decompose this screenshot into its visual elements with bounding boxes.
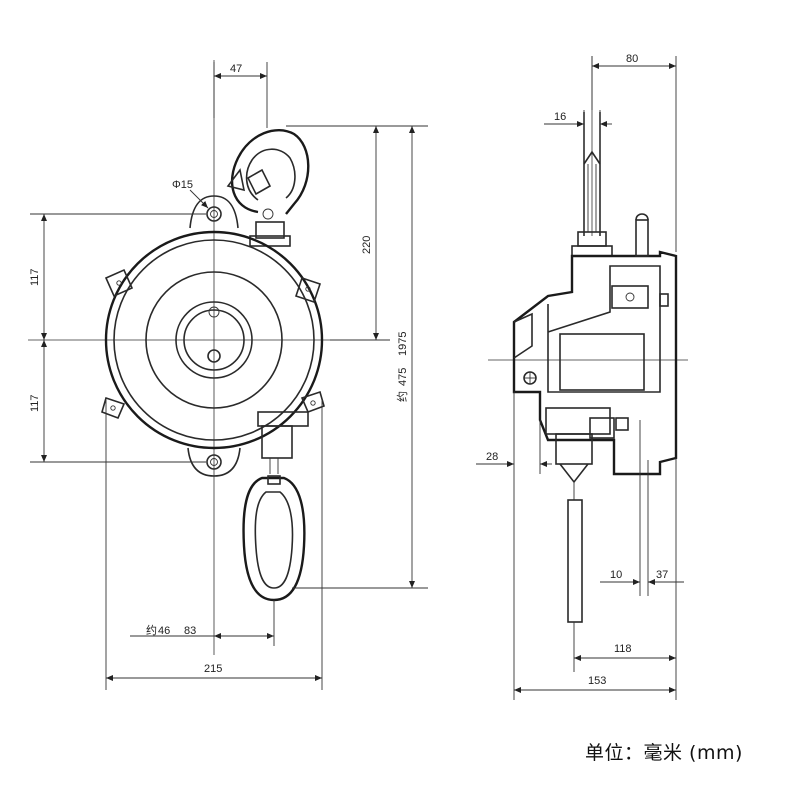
- dim-10-text: 10: [610, 569, 622, 581]
- dim-80-text: 80: [626, 53, 638, 65]
- dim-28: 28: [476, 392, 552, 474]
- side-cable: [555, 433, 593, 623]
- dim-37-text: 37: [656, 569, 668, 581]
- dim-118-text: 118: [614, 643, 632, 655]
- dim-phi15: Φ15: [172, 179, 209, 209]
- dim-47: 47: [213, 62, 268, 128]
- dim-46-prefix: 约: [146, 624, 157, 637]
- unit-label: 单位：毫米 (mm): [585, 742, 743, 764]
- dim-475-text: 475: [397, 368, 409, 386]
- side-housing: [512, 213, 678, 476]
- dim-475-prefix: 约: [396, 391, 409, 402]
- dim-83-text: 83: [184, 625, 196, 637]
- dim-16-text: 16: [554, 111, 566, 123]
- dim-1975-text: 1975: [397, 332, 409, 356]
- dim-215: 215: [105, 400, 323, 690]
- dim-117: 117 117: [29, 213, 206, 463]
- front-hook: [226, 129, 310, 247]
- dim-10-37: 10 37: [600, 420, 684, 596]
- dim-16: 16: [544, 110, 612, 150]
- dim-215-text: 215: [204, 663, 222, 675]
- dim-28-text: 28: [486, 451, 498, 463]
- dim-153-text: 153: [588, 675, 606, 687]
- housing: [101, 230, 325, 474]
- dim-153: 153: [513, 472, 676, 700]
- carabiner-ring: [242, 475, 306, 602]
- dim-phi15-text: Φ15: [172, 179, 193, 191]
- dim-46-text: 46: [158, 625, 170, 637]
- dim-220-text: 220: [361, 236, 373, 254]
- side-view: 80 16 28 10 37: [476, 53, 688, 700]
- dim-117-lower-text: 117: [29, 394, 41, 412]
- top-ear: [189, 195, 239, 229]
- dim-117-upper-text: 117: [29, 268, 41, 286]
- dim-47-text: 47: [230, 63, 242, 75]
- dim-ring: 约 46 83: [130, 600, 275, 646]
- dim-vertical-right: 220 约 475 1975: [286, 125, 428, 589]
- dim-80: 80: [591, 53, 677, 252]
- dim-118: 118: [573, 458, 677, 700]
- front-view: 47 Φ15 117 117 220 约 475 1975: [28, 60, 428, 690]
